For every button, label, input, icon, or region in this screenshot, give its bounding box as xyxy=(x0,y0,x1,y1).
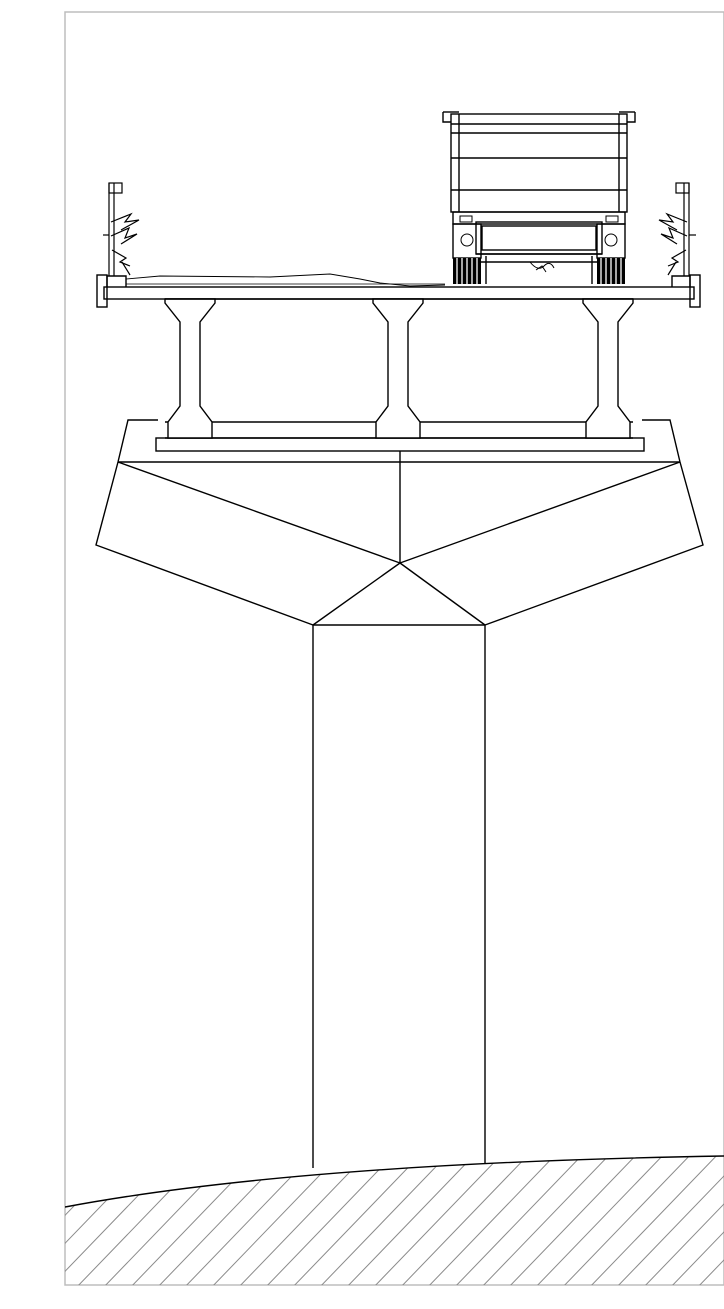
girders xyxy=(164,298,634,439)
hatch-line xyxy=(0,1150,47,1290)
girder-1 xyxy=(164,298,216,439)
girder-2 xyxy=(372,298,424,439)
pier-column xyxy=(312,624,486,1168)
hatch-line xyxy=(65,1156,75,1285)
hatch-line xyxy=(0,1150,20,1290)
ground xyxy=(0,1150,724,1290)
hatch-line xyxy=(532,1156,669,1285)
hatch-line xyxy=(235,1156,372,1285)
hatch-line xyxy=(65,1156,102,1285)
drawing-frame xyxy=(64,11,724,1286)
hatch-line xyxy=(316,1156,453,1285)
hatch-line xyxy=(65,1156,156,1285)
deck-slab xyxy=(96,273,701,308)
hatch-line xyxy=(478,1156,615,1285)
hatch-line xyxy=(208,1156,345,1285)
hatch-line xyxy=(613,1156,724,1285)
hatch-line xyxy=(262,1156,399,1285)
hatch-line xyxy=(586,1156,723,1285)
hatch-line xyxy=(451,1156,588,1285)
hatch-line xyxy=(181,1156,318,1285)
pier-cap xyxy=(95,419,704,626)
hatch-line xyxy=(424,1156,561,1285)
hatch-line xyxy=(65,1156,183,1285)
hatch-line xyxy=(154,1156,291,1285)
hatch-line xyxy=(559,1156,696,1285)
hatch-line xyxy=(397,1156,534,1285)
guardrail-right xyxy=(658,182,696,276)
hatch-line xyxy=(505,1156,642,1285)
girder-3 xyxy=(582,298,634,439)
ground-line xyxy=(65,1155,724,1208)
hatch-line xyxy=(640,1156,724,1285)
hatch-line xyxy=(100,1156,237,1285)
hatch-line xyxy=(289,1156,426,1285)
hatch-line xyxy=(694,1156,724,1285)
truck-wheels xyxy=(452,223,626,284)
guardrail-left xyxy=(103,182,140,276)
hatch-line xyxy=(65,1156,129,1285)
hatch-line xyxy=(73,1156,210,1285)
hatch-line xyxy=(127,1156,264,1285)
hatch-line xyxy=(343,1156,480,1285)
truck xyxy=(442,111,636,284)
hatch-line xyxy=(667,1156,724,1285)
hatch-line xyxy=(370,1156,507,1285)
